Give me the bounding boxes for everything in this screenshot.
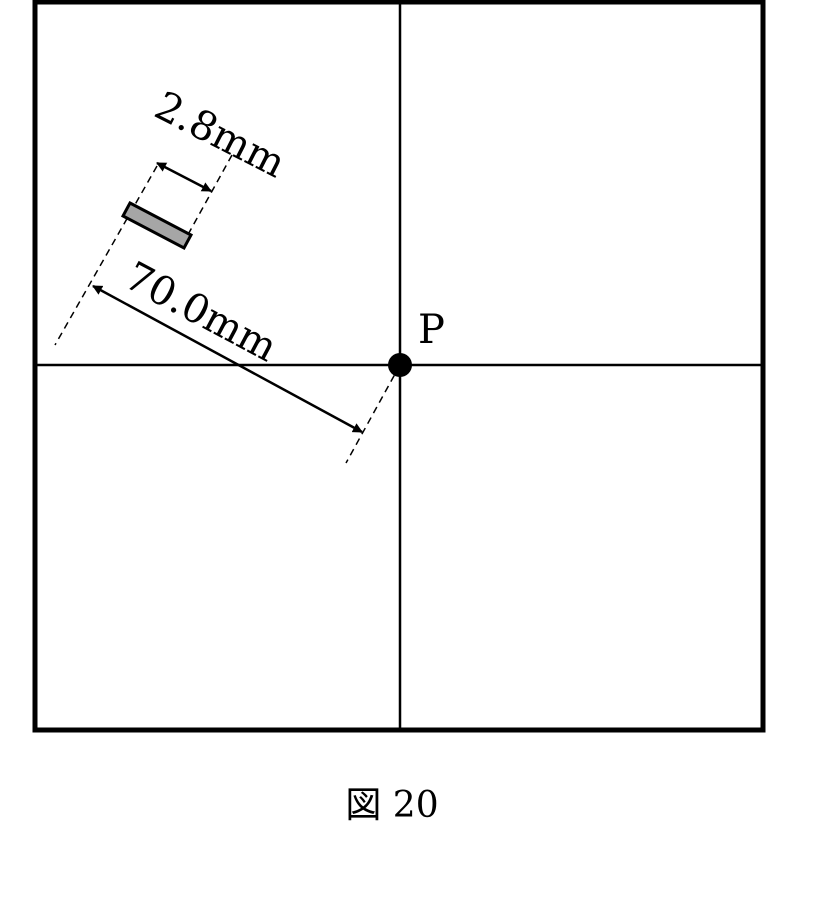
slit-plate — [120, 200, 194, 251]
width-label: 2.8mm — [147, 83, 292, 187]
dashed-extension-line-left — [54, 165, 158, 346]
distance-dimension-arrow — [92, 284, 363, 434]
dashed-extension-line-center — [345, 364, 401, 464]
width-dimension-arrow — [156, 161, 212, 193]
point-p-dot — [388, 353, 412, 377]
dashed-extension-line-right — [184, 154, 233, 241]
figure-caption: 図 20 — [345, 785, 438, 826]
point-p-label: P — [418, 307, 445, 353]
